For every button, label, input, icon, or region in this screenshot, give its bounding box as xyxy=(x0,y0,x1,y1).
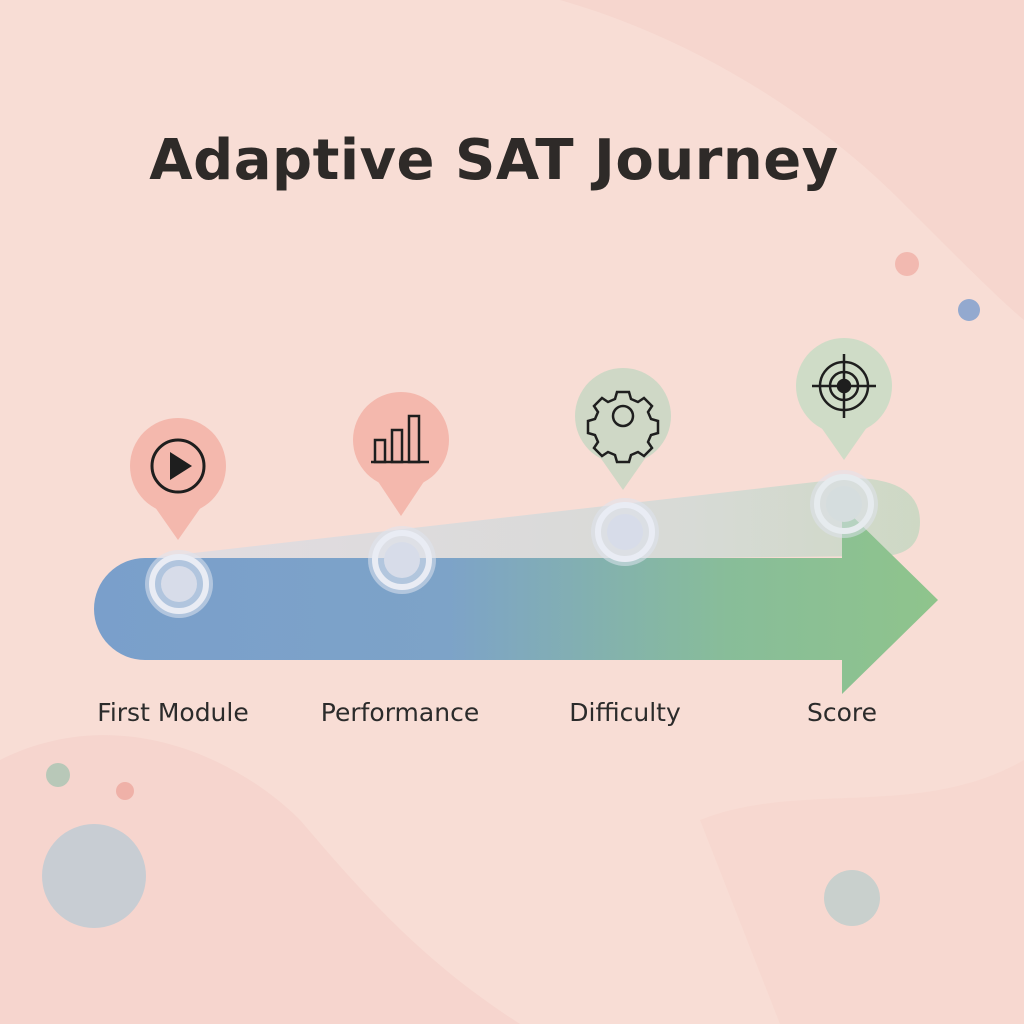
progress-ramp xyxy=(150,478,920,564)
decor-dot xyxy=(958,299,980,321)
milestone-node xyxy=(591,498,659,566)
step-pin-performance xyxy=(353,392,449,516)
decor-dot xyxy=(895,252,919,276)
step-label-first-module: First Module xyxy=(97,698,249,727)
decor-dot xyxy=(116,782,134,800)
step-label-difficulty: Difficulty xyxy=(569,698,681,727)
step-pin-first-module xyxy=(130,418,226,540)
gear-icon xyxy=(586,390,660,464)
step-label-score: Score xyxy=(806,698,878,727)
target-icon xyxy=(812,354,876,418)
milestone-node xyxy=(368,526,436,594)
step-label-performance: Performance xyxy=(320,698,480,727)
play-icon xyxy=(150,438,206,494)
journey-arrow xyxy=(94,506,938,694)
milestone-node xyxy=(810,470,878,538)
decor-dot xyxy=(46,763,70,787)
step-pin-difficulty xyxy=(575,368,671,490)
decor-dot xyxy=(42,824,146,928)
decor-dot xyxy=(824,870,880,926)
milestone-node xyxy=(145,550,213,618)
page-title: Adaptive SAT Journey xyxy=(149,128,839,193)
bar-chart-icon xyxy=(371,414,429,464)
step-pin-score xyxy=(796,338,892,460)
